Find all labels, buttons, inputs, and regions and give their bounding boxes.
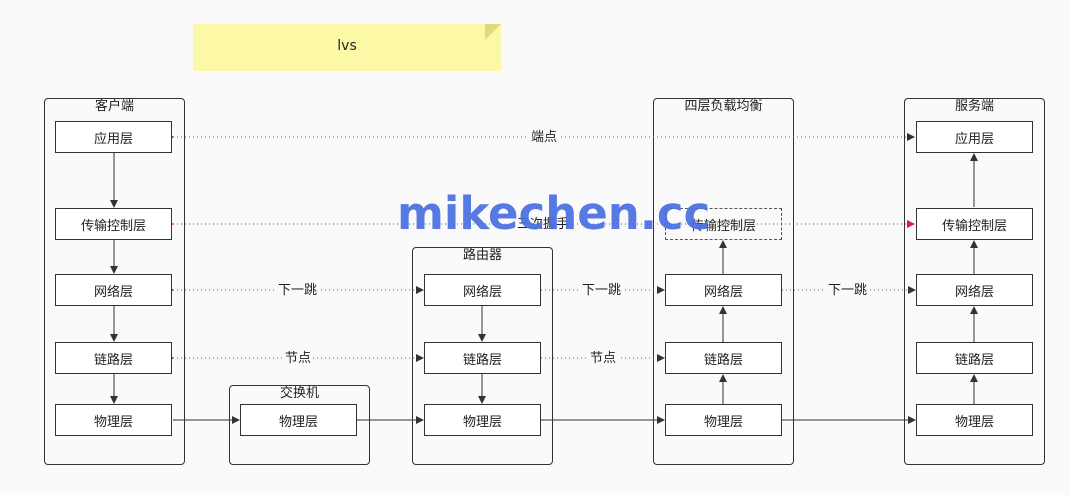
client-app-layer: 应用层	[55, 121, 172, 153]
watermark: mikechen.cc	[397, 187, 711, 240]
lb-link-layer: 链路层	[665, 342, 782, 374]
note-fold	[485, 24, 501, 40]
server-transport-layer: 传输控制层	[916, 208, 1033, 240]
router-title: 路由器	[462, 248, 502, 263]
lvs-note: lvs	[193, 24, 501, 71]
endpoint-label: 端点	[529, 130, 560, 145]
lb-group: 四层负载均衡	[653, 98, 794, 465]
router-link-layer: 链路层	[424, 342, 541, 374]
client-group: 客户端	[44, 98, 185, 465]
client-transport-layer: 传输控制层	[55, 208, 172, 240]
node-label-1: 节点	[283, 351, 314, 366]
client-link-layer: 链路层	[55, 342, 172, 374]
lb-network-layer: 网络层	[665, 274, 782, 306]
switch-group: 交换机	[229, 385, 370, 465]
router-physical-layer: 物理层	[424, 404, 541, 436]
lb-physical-layer: 物理层	[665, 404, 782, 436]
lb-title: 四层负载均衡	[684, 99, 763, 114]
next-hop-label-2: 下一跳	[580, 283, 624, 298]
client-physical-layer: 物理层	[55, 404, 172, 436]
server-link-layer: 链路层	[916, 342, 1033, 374]
client-network-layer: 网络层	[55, 274, 172, 306]
switch-title: 交换机	[279, 386, 319, 401]
server-network-layer: 网络层	[916, 274, 1033, 306]
node-label-2: 节点	[588, 351, 619, 366]
server-group: 服务端	[904, 98, 1045, 465]
next-hop-label-1: 下一跳	[276, 283, 320, 298]
server-title: 服务端	[954, 99, 994, 114]
server-physical-layer: 物理层	[916, 404, 1033, 436]
next-hop-label-3: 下一跳	[826, 283, 870, 298]
router-network-layer: 网络层	[424, 274, 541, 306]
lb-transport-layer: 传输控制层	[665, 208, 782, 240]
server-app-layer: 应用层	[916, 121, 1033, 153]
handshake-label: 三次握手	[515, 217, 572, 232]
note-text: lvs	[337, 38, 357, 54]
client-title: 客户端	[94, 99, 134, 114]
switch-physical-layer: 物理层	[240, 404, 357, 436]
